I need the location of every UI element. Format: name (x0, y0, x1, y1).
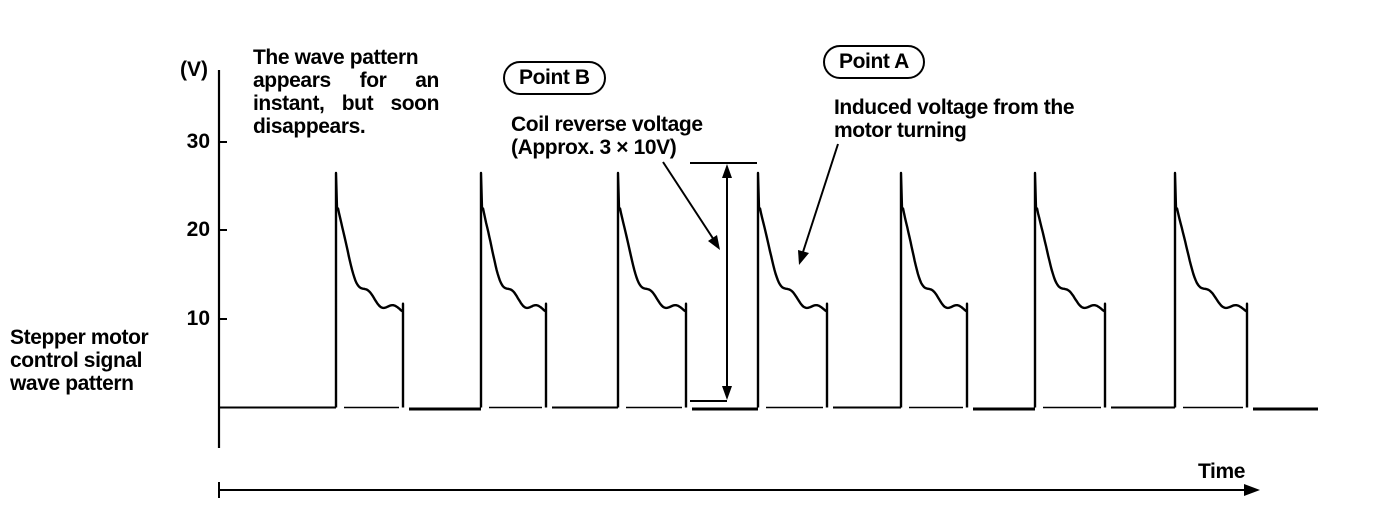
signal-label: Stepper motor control signal wave patter… (10, 326, 149, 395)
point-b-line: Coil reverse voltage (511, 113, 703, 136)
point-a-description: Induced voltage from the motor turning (834, 96, 1074, 142)
note-line: The wave pattern (253, 46, 419, 69)
y-tick-label-10: 10 (186, 307, 210, 330)
pulse-waveform (899, 171, 969, 408)
y-axis-unit: (V) (180, 58, 208, 81)
y-tick-label-30: 30 (186, 130, 210, 153)
point-a-line: motor turning (834, 119, 967, 142)
pulse-waveform (756, 171, 829, 408)
point-b-badge: Point B (503, 61, 606, 95)
pulse-waveform (334, 171, 405, 408)
signal-label-line: control signal (10, 349, 143, 372)
time-axis-label: Time (1198, 460, 1246, 483)
y-tick-label-20: 20 (186, 218, 210, 241)
point-a-line: Induced voltage from the (834, 96, 1075, 119)
point-b-leader-arrow (662, 161, 720, 250)
coil-voltage-dimension (690, 162, 757, 402)
time-axis-arrow (218, 482, 1260, 498)
point-b-description: Coil reverse voltage (Approx. 3 × 10V) (511, 113, 703, 159)
signal-label-line: Stepper motor (10, 326, 149, 349)
signal-label-line: wave pattern (10, 372, 134, 395)
pulse-waveform (1033, 171, 1107, 408)
point-a-leader-arrow (798, 143, 839, 265)
waveform (219, 171, 1318, 411)
pulse-waveform (1173, 171, 1249, 408)
point-b-line: (Approx. 3 × 10V) (511, 136, 677, 159)
point-a-badge: Point A (823, 45, 925, 79)
pulse-waveform (616, 171, 688, 408)
note-line: disappears. (253, 115, 366, 138)
pulse-waveform (479, 171, 548, 408)
